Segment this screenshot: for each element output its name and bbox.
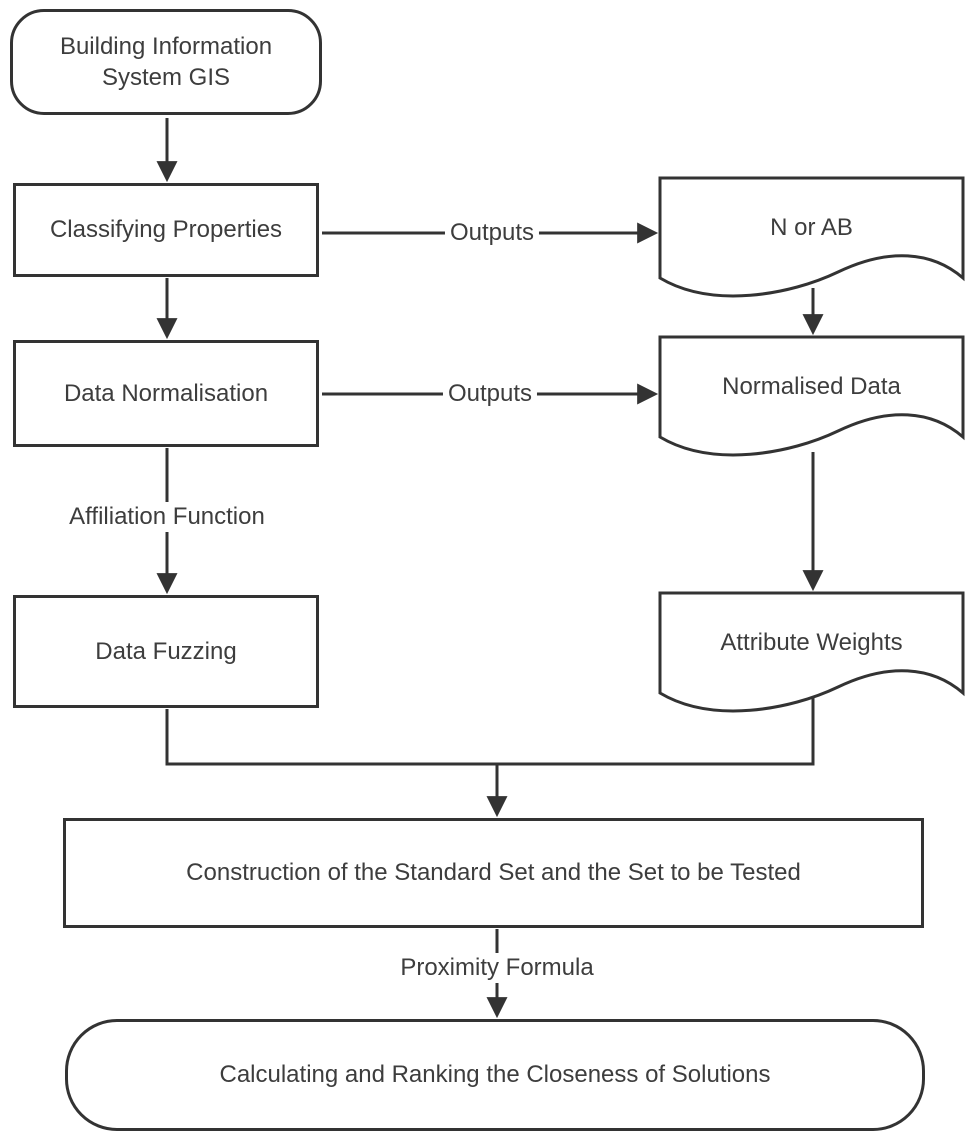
node-calculating-ranking-closeness: Calculating and Ranking the Closeness of… [65,1019,925,1131]
document-shape-normalised-data [658,335,965,457]
document-shape-n-or-ab [658,176,965,298]
document-shape-attribute-weights [658,591,965,713]
node-data-normalisation: Data Normalisation [13,340,319,447]
edge-label-proximity-formula: Proximity Formula [395,953,599,983]
node-construction-standard-set: Construction of the Standard Set and the… [63,818,924,928]
node-classifying-properties: Classifying Properties [13,183,319,277]
node-building-information-system-gis: Building Information System GIS [10,9,322,115]
edge-merge-fuzzing-attribute-weights [165,698,815,766]
node-data-fuzzing: Data Fuzzing [13,595,319,708]
document-label-n-or-ab: N or AB [770,214,853,241]
edge-label-affiliation-function: Affiliation Function [64,502,270,532]
document-label-normalised-data: Normalised Data [722,373,901,400]
edge-label-outputs-normalisation: Outputs [442,379,538,409]
document-label-attribute-weights: Attribute Weights [720,629,903,656]
edge-label-outputs-classifying: Outputs [444,218,540,248]
